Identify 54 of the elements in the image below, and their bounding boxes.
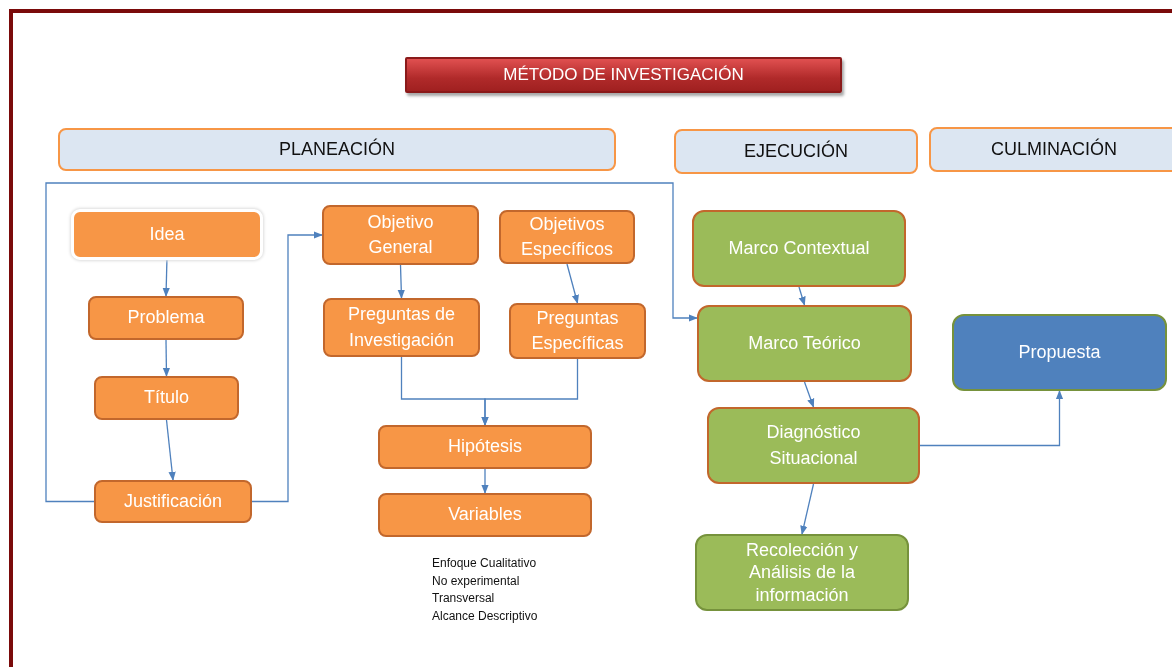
process-box xyxy=(692,210,906,287)
process-box xyxy=(74,212,260,257)
phase-header xyxy=(58,128,616,171)
note-text: Enfoque Cualitativo xyxy=(432,555,538,572)
box-label: Objetivos Específicos xyxy=(519,212,614,261)
connector-arrow xyxy=(45,182,698,503)
process-box xyxy=(94,480,252,523)
connector-arrow xyxy=(165,419,176,481)
connector-arrow xyxy=(800,483,815,535)
box-label: Marco Contextual xyxy=(728,236,870,260)
process-box xyxy=(697,305,912,382)
connector-arrow xyxy=(798,286,806,306)
connector-arrow xyxy=(566,263,579,304)
box-label: Preguntas de Investigación xyxy=(346,303,457,352)
phase-header xyxy=(674,129,918,174)
connector-arrow xyxy=(481,358,579,426)
box-label: PLANEACIÓN xyxy=(278,137,395,161)
connector-arrow xyxy=(162,339,171,377)
box-label: EJECUCIÓN xyxy=(744,139,848,163)
box-label: CULMINACIÓN xyxy=(991,137,1117,161)
note-text: No experimental xyxy=(432,572,521,590)
title-banner xyxy=(405,57,842,93)
box-label: Título xyxy=(144,386,189,410)
box-label: Variables xyxy=(448,503,522,527)
process-box xyxy=(378,425,592,469)
process-box xyxy=(695,534,909,611)
box-label: Problema xyxy=(127,306,205,330)
box-label: Marco Teórico xyxy=(748,331,861,355)
connector-arrow xyxy=(251,231,323,503)
process-box xyxy=(323,298,480,357)
phase-header xyxy=(929,127,1172,172)
box-label: Preguntas Específicas xyxy=(530,306,625,355)
connector-arrow xyxy=(481,468,489,494)
connector-arrow xyxy=(803,381,815,408)
process-box xyxy=(509,303,646,359)
process-box xyxy=(88,296,244,340)
note-text: Alcance Descriptivo xyxy=(432,607,538,625)
process-box xyxy=(499,210,635,264)
box-label: Objetivo General xyxy=(366,210,435,259)
box-label: Diagnóstico Situacional xyxy=(765,421,862,470)
box-label: MÉTODO DE INVESTIGACIÓN xyxy=(503,64,744,87)
box-label: Propuesta xyxy=(1018,340,1101,364)
connector-arrow xyxy=(397,264,405,299)
box-label: Recolección y Análisis de la información xyxy=(744,538,860,607)
box-label: Idea xyxy=(149,222,185,246)
process-box xyxy=(378,493,592,537)
box-label: Justificación xyxy=(123,489,222,513)
box-label: Hipótesis xyxy=(448,435,522,459)
process-box xyxy=(707,407,920,484)
note-text: Transversal xyxy=(432,590,496,607)
connector-arrow xyxy=(919,390,1064,447)
process-box xyxy=(94,376,239,420)
process-box xyxy=(952,314,1167,391)
process-box xyxy=(322,205,479,265)
